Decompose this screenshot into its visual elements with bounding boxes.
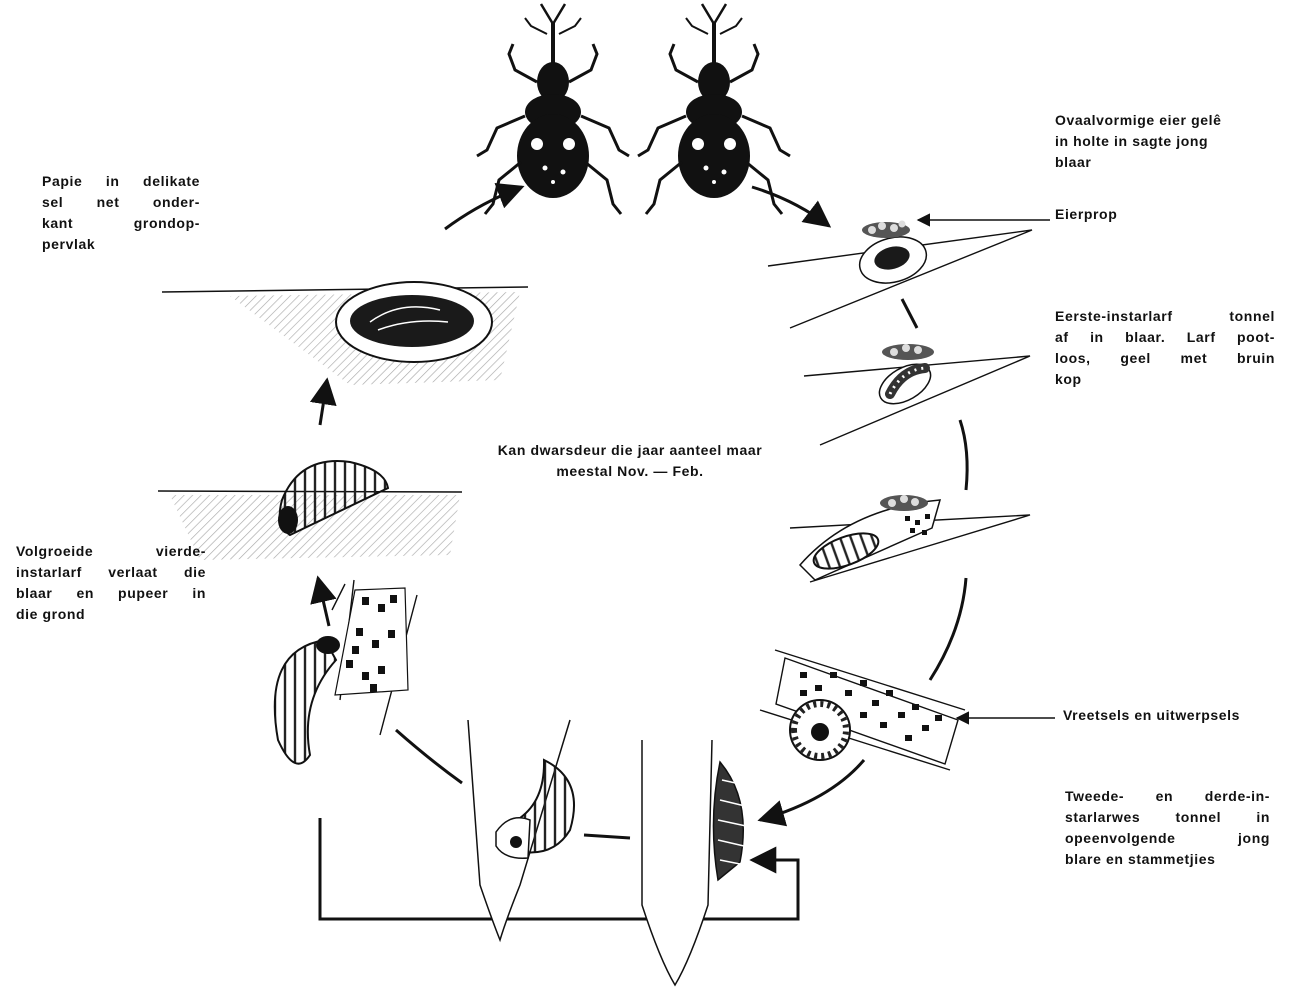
second-third-line-1: Tweede- en derde-in-	[1065, 786, 1270, 807]
pupa-line-3: kant grondop-	[42, 213, 200, 234]
fourth-instar-leaf	[275, 580, 417, 764]
larva-stem-center	[468, 720, 574, 940]
frass-stem	[760, 650, 965, 770]
arrow-frass-to-stem	[760, 760, 864, 820]
fourth-instar-line-4: die grond	[16, 604, 206, 625]
egg-cavity-leaf	[768, 221, 1032, 329]
first-instar-line-1: Eerste-instarlarf tonnel	[1055, 306, 1275, 327]
pupa-label: Papie in delikate sel net onder- kant gr…	[42, 171, 200, 255]
adult-weevil-right-icon	[638, 4, 790, 214]
fourth-instar-line-3: blaar en pupeer in	[16, 583, 206, 604]
larva-stem-right	[642, 740, 746, 985]
pupa-line-4: pervlak	[42, 234, 200, 255]
arc-first-to-tunnel	[960, 420, 967, 490]
first-instar-line-3: loos, geel met bruin	[1055, 348, 1275, 369]
arrow-pupa-to-adult	[445, 187, 522, 229]
pupa-line-1: Papie in delikate	[42, 171, 200, 192]
pupa-soil-cell	[162, 282, 528, 385]
pupa-line-2: sel net onder-	[42, 192, 200, 213]
center-note-line-2: meestal Nov. — Feb.	[445, 461, 815, 482]
adult-weevil-left-icon	[477, 4, 629, 214]
frass-label: Vreetsels en uitwerpsels	[1063, 705, 1240, 726]
second-third-line-2: starlarwes tonnel in	[1065, 807, 1270, 828]
eggs-laid-line-2: in holte in sagte jong	[1055, 131, 1222, 152]
first-instar-line-2: af in blaar. Larf poot-	[1055, 327, 1275, 348]
second-third-instar-label: Tweede- en derde-in- starlarwes tonnel i…	[1065, 786, 1270, 870]
egg-plug-text: Eierprop	[1055, 204, 1117, 225]
egg-plug-label: Eierprop	[1055, 204, 1117, 225]
eggs-laid-line-1: Ovaalvormige eier gelê	[1055, 110, 1222, 131]
center-note: Kan dwarsdeur die jaar aanteel maar mees…	[445, 440, 815, 482]
arc-stem-to-stem	[584, 835, 630, 838]
fourth-instar-line-1: Volgroeide vierde-	[16, 541, 206, 562]
tunnel-leaf	[790, 495, 1030, 582]
arrow-ground-to-pupa	[320, 380, 327, 425]
arrow-adult-to-egg	[752, 187, 829, 226]
arc-egg-to-first-instar	[902, 299, 917, 328]
arc-tunnel-to-frass	[930, 578, 966, 680]
first-instar-label: Eerste-instarlarf tonnel af in blaar. La…	[1055, 306, 1275, 390]
first-instar-leaf	[804, 344, 1030, 445]
fourth-instar-label: Volgroeide vierde- instarlarf verlaat di…	[16, 541, 206, 625]
arrow-fourth-instar-to-ground	[318, 578, 329, 626]
second-third-line-3: opeenvolgende jong	[1065, 828, 1270, 849]
eggs-laid-label: Ovaalvormige eier gelê in holte in sagte…	[1055, 110, 1222, 173]
center-note-line-1: Kan dwarsdeur die jaar aanteel maar	[445, 440, 815, 461]
second-third-line-4: blare en stammetjies	[1065, 849, 1270, 870]
first-instar-line-4: kop	[1055, 369, 1275, 390]
arc-stem-to-fourth-instar	[396, 730, 462, 783]
fourth-instar-line-2: instarlarf verlaat die	[16, 562, 206, 583]
frass-text: Vreetsels en uitwerpsels	[1063, 705, 1240, 726]
eggs-laid-line-3: blaar	[1055, 152, 1222, 173]
